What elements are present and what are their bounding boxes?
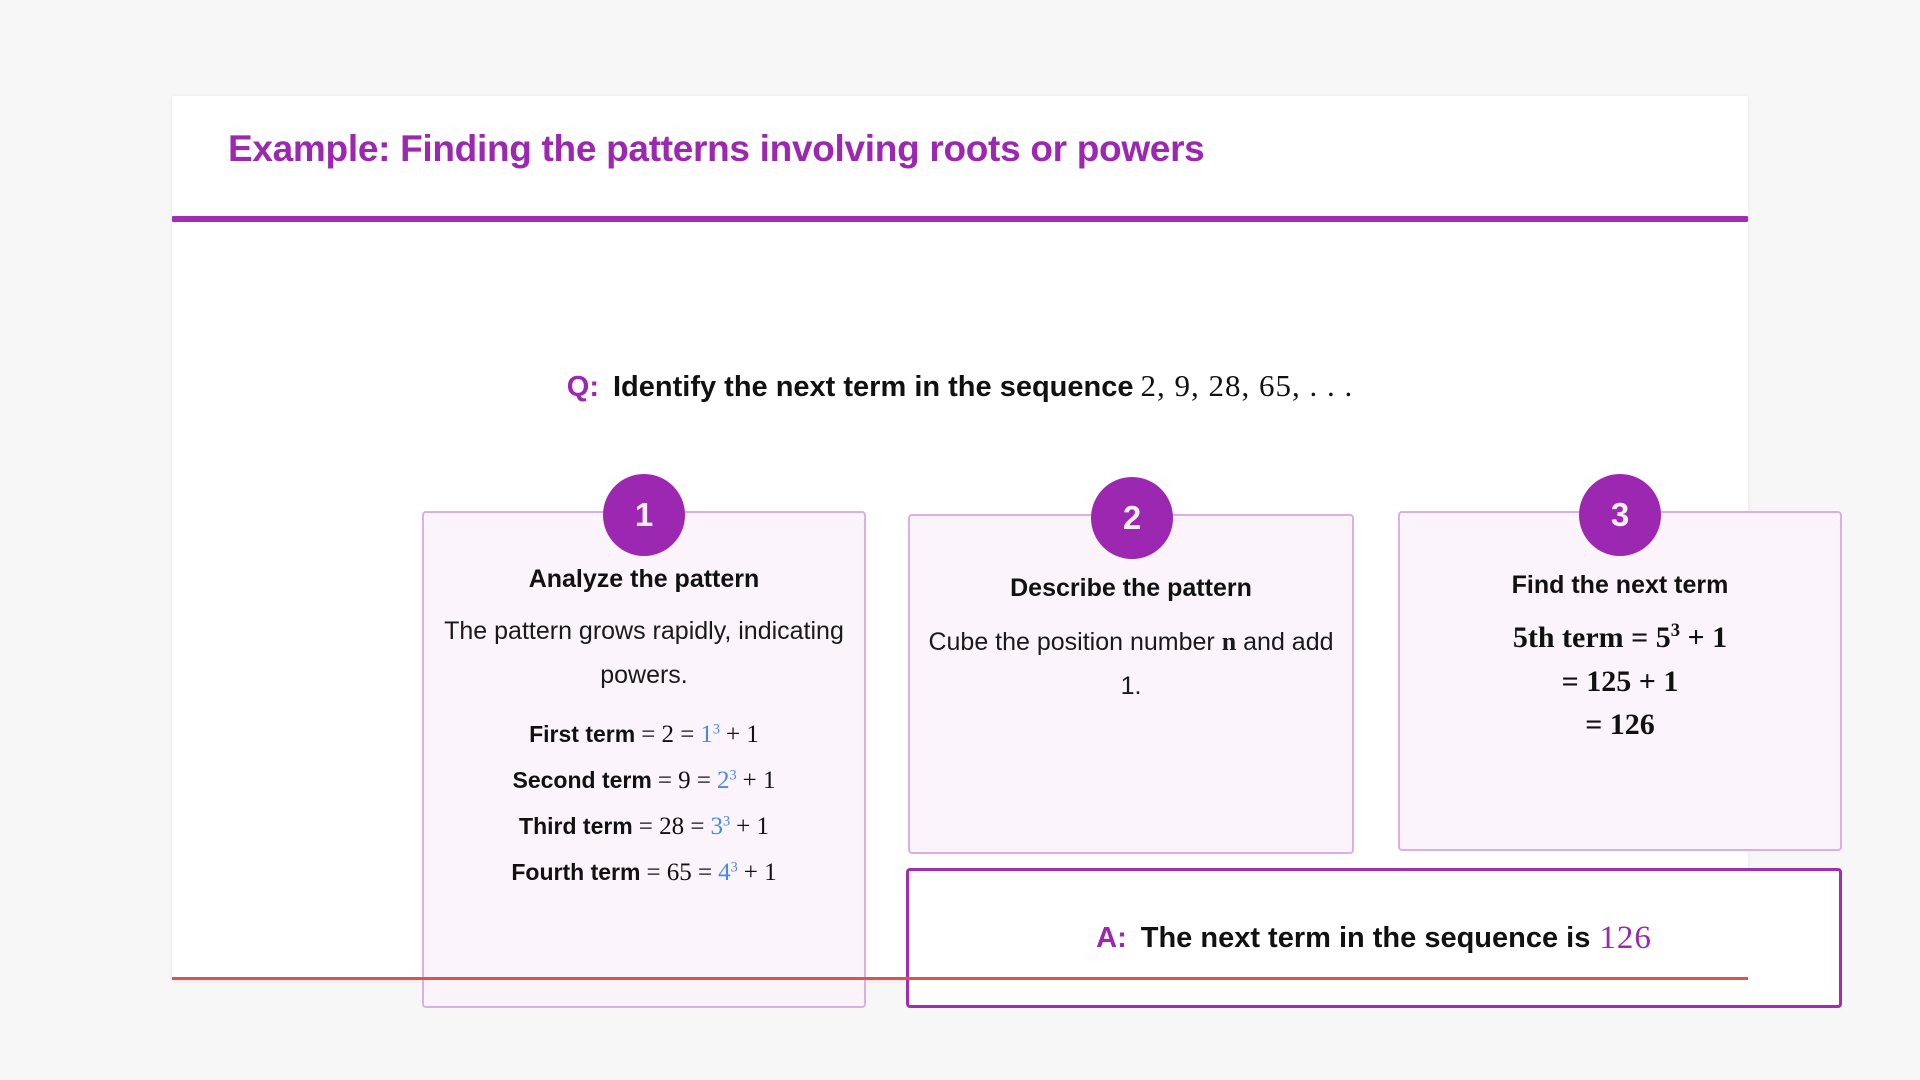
- step-2-body-part1: Cube the position number: [928, 628, 1215, 656]
- step-card-2: Describe the pattern Cube the position n…: [908, 514, 1354, 854]
- page-title: Example: Finding the patterns involving …: [228, 128, 1205, 169]
- step-badge-1: 1: [603, 474, 685, 556]
- variable-n: n: [1221, 627, 1237, 656]
- step-badge-2: 2: [1091, 477, 1173, 559]
- step-3-heading: Find the next term: [1511, 571, 1729, 599]
- equation-term-name: First term: [529, 720, 636, 747]
- question-sequence: 2, 9, 28, 65, . . .: [1140, 368, 1354, 403]
- slide-card: Example: Finding the patterns involving …: [172, 96, 1842, 1008]
- math-line-1-prefix: 5th term = 5: [1512, 621, 1671, 654]
- equation-exponent: 3: [729, 767, 737, 784]
- slide-bottom-rule: [172, 977, 1748, 980]
- equation-tail: + 1: [736, 813, 769, 840]
- step-card-1: Analyze the pattern The pattern grows ra…: [422, 511, 866, 1008]
- equation-exponent: 3: [730, 859, 738, 876]
- step-1-body: The pattern grows rapidly, indicating po…: [444, 617, 844, 689]
- answer-text: The next term in the sequence is: [1140, 921, 1591, 954]
- step-1-equation-list: First term= 2 =13+ 1 Second term= 9 =23+…: [434, 712, 854, 897]
- equation-row: Second term= 9 =23 + 1: [434, 758, 854, 804]
- math-line-3: = 126: [1585, 708, 1655, 741]
- slide-header: Example: Finding the patterns involving …: [172, 96, 1748, 222]
- step-2-body-part2: and add 1.: [1120, 628, 1334, 700]
- question-label: Q:: [566, 371, 599, 403]
- equation-term-name: Second term: [512, 766, 652, 793]
- equation-tail: + 1: [742, 766, 776, 794]
- answer-value: 126: [1599, 919, 1652, 956]
- math-line-1-exponent: 3: [1670, 620, 1681, 641]
- equation-base: 4: [718, 859, 731, 887]
- math-line-1: 5th term = 53 + 1: [1410, 616, 1830, 660]
- equation-lead: = 28 =: [638, 813, 705, 840]
- step-2-heading: Describe the pattern: [1010, 574, 1252, 602]
- equation-term-name: Fourth term: [511, 859, 641, 886]
- math-line-2: = 125 + 1: [1561, 664, 1679, 698]
- equation-lead: = 9 =: [657, 766, 712, 794]
- question-text: Identify the next term in the sequence: [612, 371, 1134, 403]
- question-row: Q: Identify the next term in the sequence…: [172, 368, 1748, 404]
- step-2-body: Cube the position number n and add 1.: [920, 619, 1342, 709]
- equation-row: Fourth term= 65 =43 + 1: [434, 850, 854, 896]
- equation-tail: + 1: [743, 859, 777, 887]
- equation-row: Third term= 28 =33+ 1: [434, 804, 854, 850]
- math-line-1-suffix: + 1: [1687, 621, 1728, 654]
- equation-base: 2: [717, 766, 730, 794]
- equation-lead: = 2 =: [641, 720, 695, 748]
- step-card-3: Find the next term 5th term = 53 + 1 = 1…: [1398, 511, 1842, 851]
- equation-base: 1: [700, 720, 713, 748]
- equation-row: First term= 2 =13 + 1: [434, 712, 854, 758]
- step-badge-3: 3: [1579, 474, 1661, 556]
- header-divider: [172, 216, 1748, 222]
- step-1-heading: Analyze the pattern: [528, 565, 760, 593]
- equation-exponent: 3: [722, 813, 731, 830]
- equation-lead: = 65 =: [646, 859, 713, 887]
- equation-base: 3: [710, 813, 723, 840]
- answer-label: A:: [1096, 921, 1127, 954]
- equation-tail: + 1: [726, 720, 759, 748]
- equation-exponent: 3: [712, 720, 721, 737]
- equation-term-name: Third term: [519, 813, 633, 839]
- step-3-math-block: 5th term = 53 + 1 = 125 + 1 = 126: [1410, 616, 1830, 747]
